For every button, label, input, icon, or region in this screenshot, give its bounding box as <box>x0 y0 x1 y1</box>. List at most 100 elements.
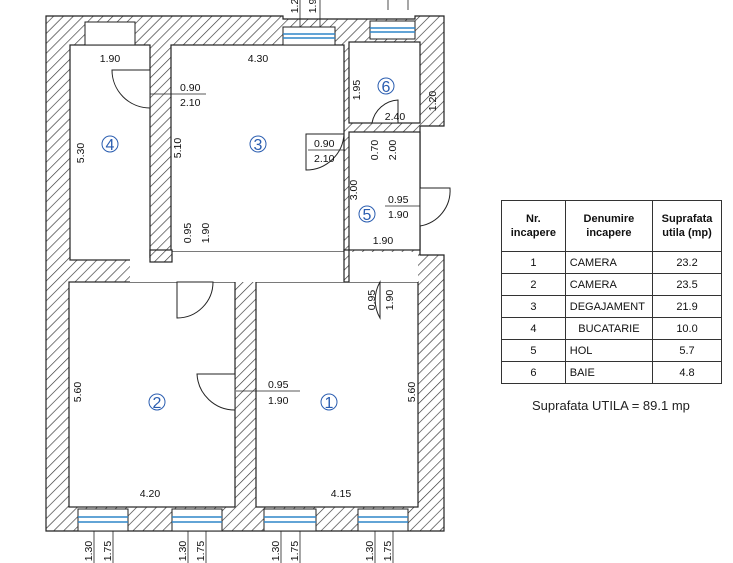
dim-room4-height: 5.30 <box>75 143 87 164</box>
window-bottom-2 <box>171 508 223 532</box>
dim-room5-height: 3.00 <box>348 180 360 201</box>
door-label-room-3: 0.90 2.10 <box>308 138 345 165</box>
door-5-height: 1.90 <box>388 209 409 221</box>
dim-win-top-1: 1.2 <box>289 0 301 13</box>
door-12-width: 0.95 <box>268 379 289 391</box>
table-row: 2 CAMERA 23.5 <box>501 273 722 296</box>
table-row: 4 BUCATARIE 10.0 <box>501 317 722 340</box>
room-name: CAMERA <box>564 273 654 296</box>
door-4-width: 0.90 <box>180 82 201 94</box>
legend-header-row: Nr. incapere Denumire incapere Suprafata… <box>501 200 722 252</box>
room-number-3: 3 <box>249 135 267 154</box>
door-room-3 <box>305 133 345 171</box>
room-name: BUCATARIE <box>564 317 654 340</box>
room-nr: 2 <box>501 273 566 296</box>
door-1-height: 1.90 <box>384 290 396 311</box>
door-5-width: 0.95 <box>388 194 409 206</box>
door-12-height: 1.90 <box>268 395 289 407</box>
room-legend-table: Nr. incapere Denumire incapere Suprafata… <box>501 200 722 384</box>
room-3-label: 3 <box>254 137 263 154</box>
door-1-width: 0.95 <box>366 290 378 311</box>
room-number-4: 4 <box>101 135 119 154</box>
door-label-between-1-2: 0.95 1.90 <box>236 379 300 407</box>
hall-post-right <box>343 249 350 283</box>
room-area: 23.5 <box>652 273 722 296</box>
dim-room1-width: 4.15 <box>331 488 352 500</box>
dim-win-b8: 1.75 <box>382 541 394 562</box>
door-room-4 <box>111 69 151 109</box>
dim-room1-height: 5.60 <box>406 382 418 403</box>
door-3-width: 0.90 <box>314 138 335 150</box>
room-area: 23.2 <box>652 251 722 274</box>
room-name: HOL <box>564 339 654 362</box>
dim-win-b3: 1.30 <box>177 541 189 562</box>
corridor-floor <box>172 252 418 282</box>
room-1-label: 1 <box>325 395 334 412</box>
bottom-dim-lines <box>93 531 394 563</box>
door-6-width: 0.70 <box>369 140 381 161</box>
room-name: CAMERA <box>564 251 654 274</box>
room-number-5: 5 <box>358 205 376 224</box>
door-6-height: 2.00 <box>387 140 399 161</box>
table-row: 3 DEGAJAMENT 21.9 <box>501 295 722 318</box>
dim-win-b4: 1.75 <box>195 541 207 562</box>
door-label-room-4: 0.90 2.10 <box>150 82 206 109</box>
room-nr: 6 <box>501 361 566 384</box>
window-bottom-4 <box>357 508 409 532</box>
room-nr: 1 <box>501 251 566 274</box>
room-name: BAIE <box>564 361 654 384</box>
door-2-height: 1.90 <box>200 223 212 244</box>
room-number-6: 6 <box>377 77 395 96</box>
room-nr: 3 <box>501 295 566 318</box>
room-4-label: 4 <box>106 137 115 154</box>
dim-win-b1: 1.30 <box>83 541 95 562</box>
window-top-2 <box>369 20 416 40</box>
door-3-height: 2.10 <box>314 153 335 165</box>
room-number-2: 2 <box>148 393 166 412</box>
wall-top-block-4 <box>84 21 136 46</box>
door-room-1 <box>374 280 381 320</box>
dim-win-b5: 1.30 <box>270 541 282 562</box>
room-nr: 5 <box>501 339 566 362</box>
dim-room6-width: 2.40 <box>385 111 406 123</box>
dim-room2-height: 5.60 <box>72 382 84 403</box>
room-area: 4.8 <box>652 361 722 384</box>
room-name: DEGAJAMENT <box>564 295 654 318</box>
dim-room6-right: 1.20 <box>427 91 439 112</box>
hall-post-left <box>149 249 173 263</box>
window-bottom-3 <box>263 508 317 532</box>
legend-header-area: Suprafata utila (mp) <box>652 200 722 252</box>
dim-room5-width: 1.90 <box>373 235 394 247</box>
room-number-1: 1 <box>320 393 338 412</box>
dim-room2-width: 4.20 <box>140 488 161 500</box>
room-area: 10.0 <box>652 317 722 340</box>
dim-win-b6: 1.75 <box>289 541 301 562</box>
window-bottom-1 <box>77 508 129 532</box>
dim-room4-width: 1.90 <box>100 53 121 65</box>
door-room-5 <box>419 187 451 227</box>
door-2-width: 0.95 <box>182 223 194 244</box>
legend-header-name: Denumire incapere <box>564 200 654 252</box>
room-area: 21.9 <box>652 295 722 318</box>
dim-room3-height: 5.10 <box>172 138 184 159</box>
table-row: 1 CAMERA 23.2 <box>501 251 722 274</box>
room-2-label: 2 <box>153 395 162 412</box>
room-area: 5.7 <box>652 339 722 362</box>
table-row: 6 BAIE 4.8 <box>501 361 722 384</box>
dim-win-b2: 1.75 <box>102 541 114 562</box>
door-between-1-2 <box>196 373 236 411</box>
total-area: Suprafata UTILA = 89.1 mp <box>532 398 690 413</box>
table-row: 5 HOL 5.7 <box>501 339 722 362</box>
door-label-room-5: 0.95 1.90 <box>385 194 420 221</box>
door-room-2 <box>176 281 214 319</box>
dim-room3-width: 4.30 <box>248 53 269 65</box>
dim-win-top-2: 1.9 <box>307 0 319 13</box>
room-1-floor <box>255 281 419 508</box>
window-top-1 <box>282 26 336 46</box>
door-4-height: 2.10 <box>180 97 201 109</box>
legend-header-nr: Nr. incapere <box>501 200 566 252</box>
room-nr: 4 <box>501 317 566 340</box>
room-6-label: 6 <box>382 79 391 96</box>
dim-win-b7: 1.30 <box>364 541 376 562</box>
